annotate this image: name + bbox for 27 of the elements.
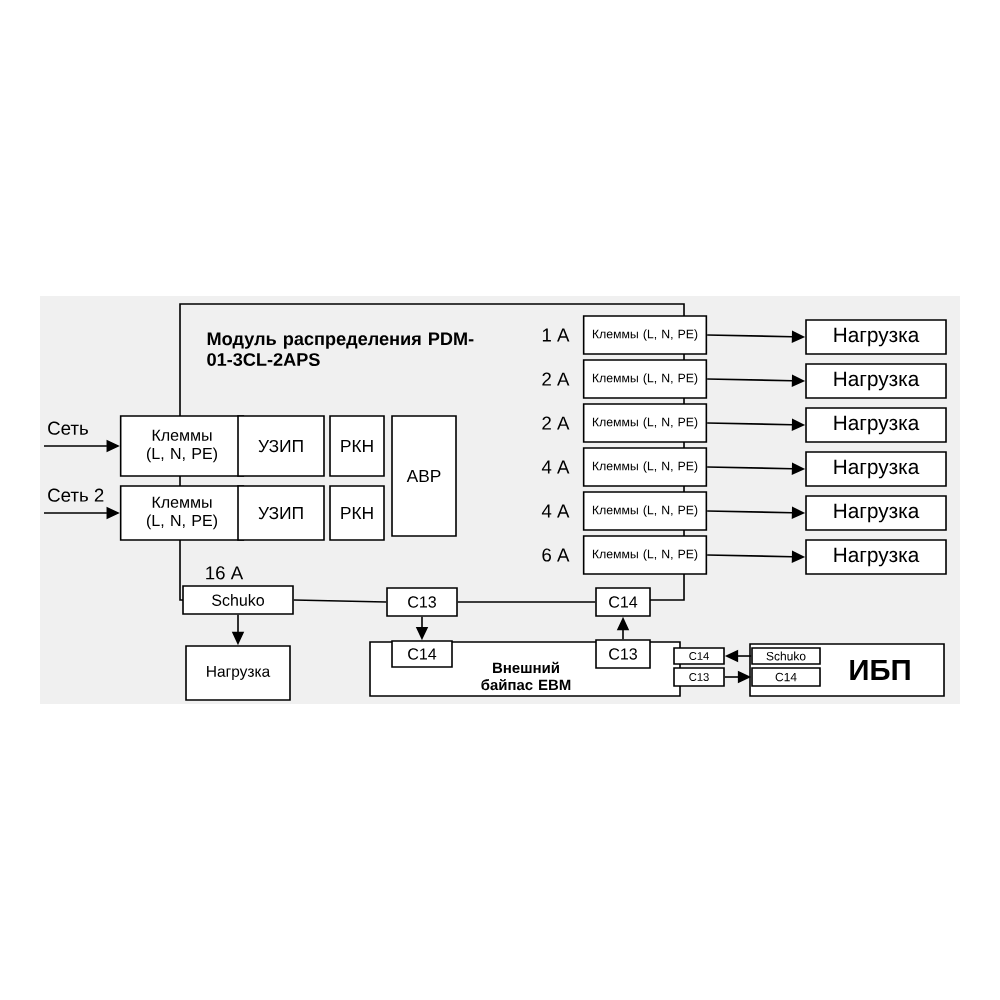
load-box: Нагрузка [805, 407, 947, 443]
load-box: Нагрузка [805, 495, 947, 531]
rating-label: 6 A [542, 548, 570, 562]
connector-box: C14 [595, 587, 651, 617]
connector-box: Schuko [182, 585, 294, 615]
process-box: УЗИП [237, 485, 325, 541]
terminal-box: Клеммы (L, N, PE) [119, 485, 245, 541]
load-box: Нагрузка [805, 363, 947, 399]
process-box: АВР [391, 415, 457, 537]
edge-label: Сеть [48, 421, 88, 435]
load-box: Нагрузка [805, 451, 947, 487]
rating-label: 2 A [542, 372, 570, 386]
process-box: РКН [329, 485, 385, 541]
rating-label: 1 A [542, 328, 570, 342]
connector-box: C13 [595, 639, 651, 669]
load-box: Нагрузка [805, 539, 947, 575]
edge-label: Сеть 2 [48, 488, 104, 502]
rating-label: 2 A [542, 416, 570, 430]
connector-box: C14 [391, 640, 453, 668]
process-box: УЗИП [237, 415, 325, 477]
rating-label: 4 A [541, 460, 570, 474]
connector-box: C13 [386, 587, 458, 617]
terminal-box: Клеммы (L, N, PE) [119, 415, 245, 477]
load-box: Нагрузка [805, 319, 947, 355]
rating-label: 4 A [541, 504, 570, 518]
process-box: РКН [329, 415, 385, 477]
rating-label: 16 A [206, 566, 244, 580]
